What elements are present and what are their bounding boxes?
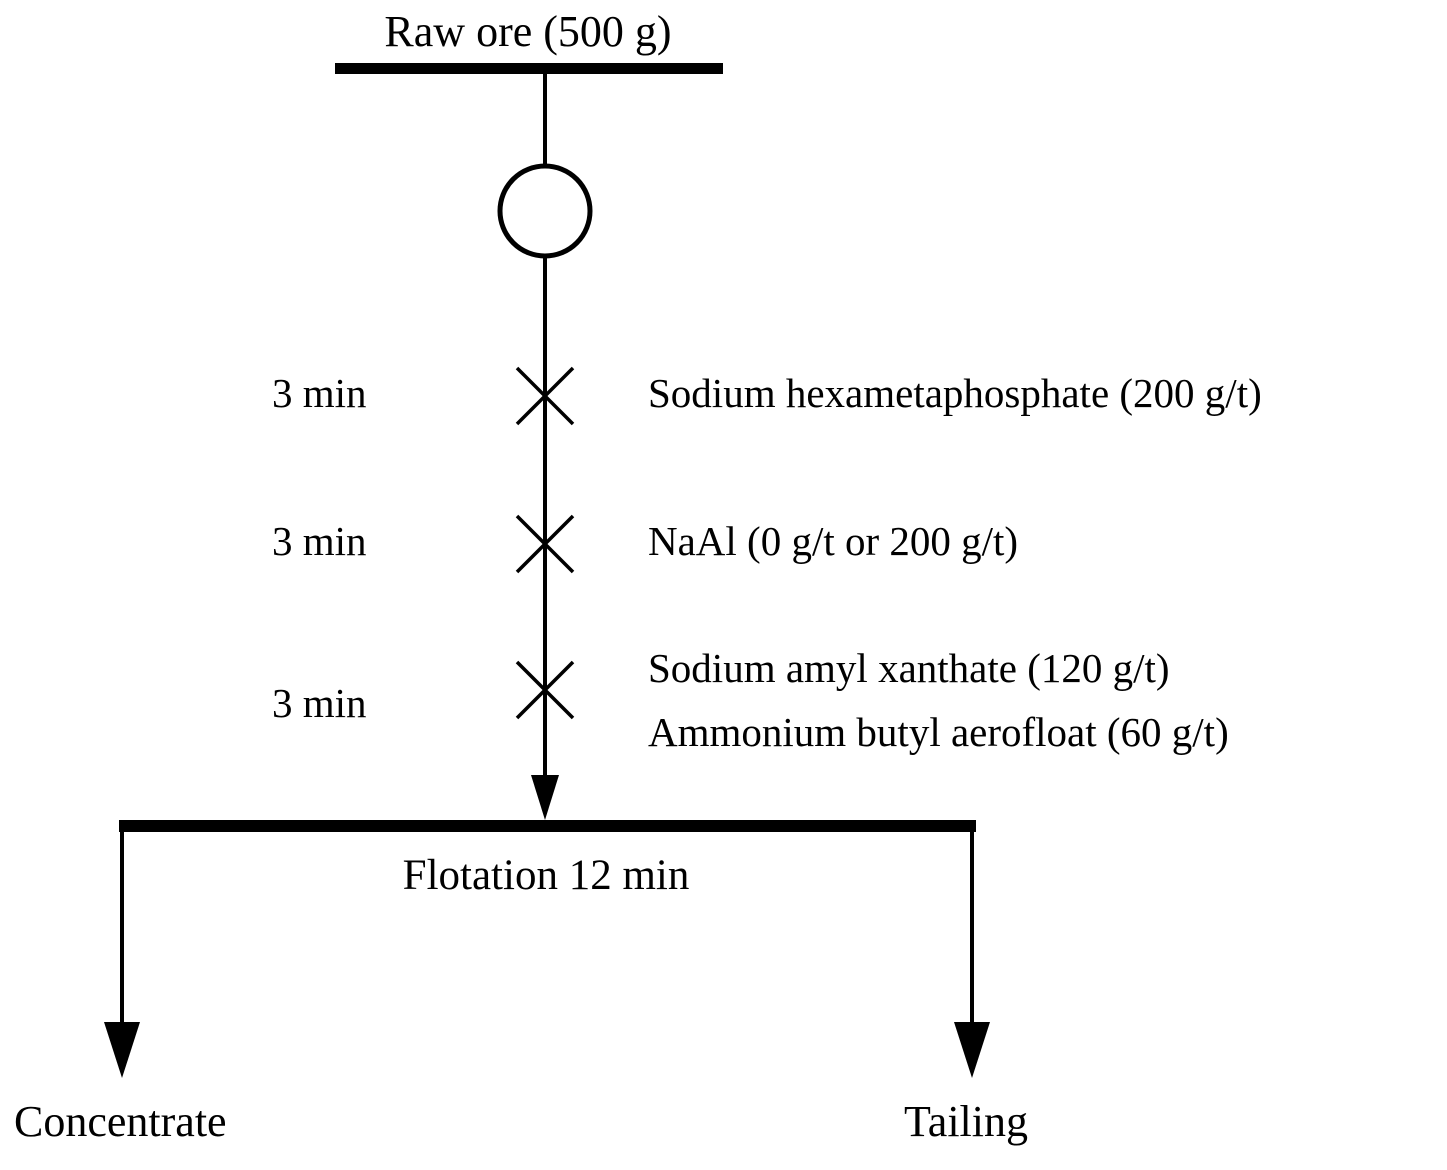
concentrate-arrowhead [104, 1022, 140, 1078]
reagent-label-3-line-2: Ammonium butyl aerofloat (60 g/t) [648, 709, 1229, 755]
tailing-product-label: Tailing [904, 1097, 1029, 1146]
reagent-cross-icon-3 [515, 660, 575, 720]
reagent-label-1: Sodium hexametaphosphate (200 g/t) [648, 370, 1262, 416]
feed-label: Raw ore (500 g) [384, 7, 672, 56]
reagent-label-2: NaAl (0 g/t or 200 g/t) [648, 518, 1019, 564]
flotation-bar [119, 820, 976, 832]
conditioning-time-label-2: 3 min [272, 518, 367, 564]
concentrate-product-label: Concentrate [14, 1097, 227, 1146]
conditioning-time-label-3: 3 min [272, 680, 367, 726]
conditioning-time-label-1: 3 min [272, 370, 367, 416]
reagent-cross-icon-1 [515, 366, 575, 426]
flotation-stage-label: Flotation 12 min [402, 852, 690, 899]
tailing-arrowhead [954, 1022, 990, 1078]
reagent-label-3-line-1: Sodium amyl xanthate (120 g/t) [648, 645, 1170, 691]
grinding-mill-icon [497, 163, 593, 259]
feed-bar [335, 63, 723, 74]
reagent-cross-icon-2 [515, 514, 575, 574]
feed-into-flotation-arrowhead [531, 775, 559, 820]
